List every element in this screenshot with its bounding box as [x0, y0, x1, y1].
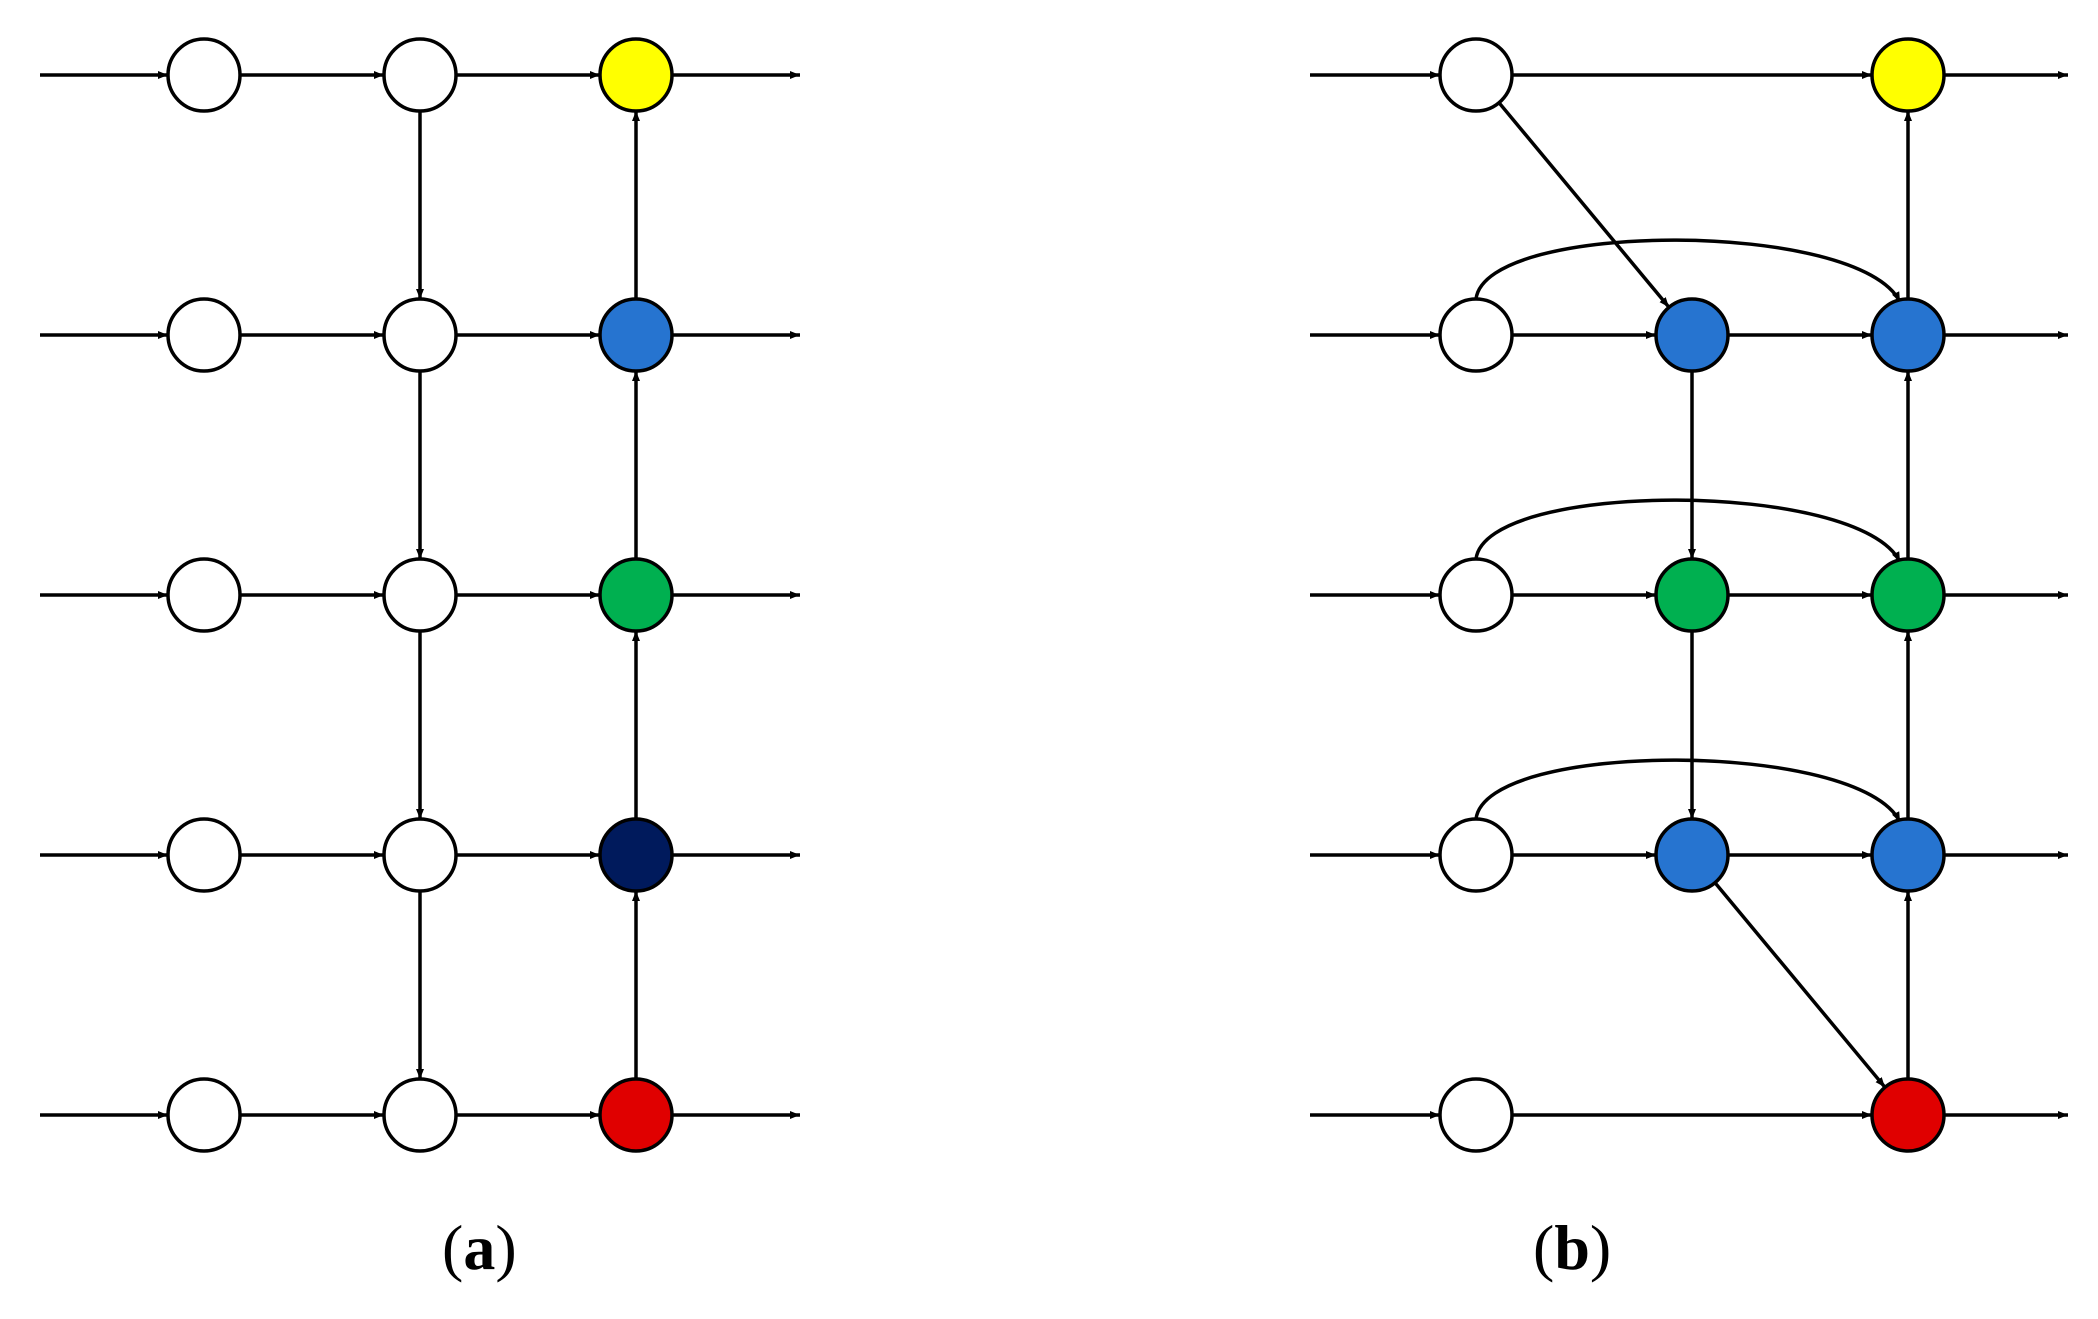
panel-a-node — [166, 37, 242, 113]
panel-b-node — [1438, 557, 1514, 633]
panel-a-node — [382, 297, 458, 373]
panel-b-node — [1654, 557, 1730, 633]
panel-a-edges — [40, 71, 800, 1119]
panel-b-edges — [1310, 71, 2068, 1119]
panel-a-label: a — [463, 1212, 496, 1283]
panel-a-caption: (a) — [442, 1212, 517, 1283]
panel-b-skip-arrow — [1474, 498, 1902, 563]
panel-b-node — [1654, 297, 1730, 373]
panel-b-node — [1438, 1077, 1514, 1153]
panel-b-node — [1870, 1077, 1946, 1153]
panel-a-node — [166, 1077, 242, 1153]
panel-b-skip-arrow — [1474, 758, 1902, 823]
panel-a-node — [382, 37, 458, 113]
panel-a-node — [166, 557, 242, 633]
panel-b-node — [1654, 817, 1730, 893]
panel-b-node — [1438, 817, 1514, 893]
panel-b-diagonal-arrow — [1497, 101, 1671, 309]
panel-b-node — [1870, 817, 1946, 893]
panel-b-nodes — [1438, 37, 1946, 1153]
panel-b-node — [1870, 37, 1946, 113]
panel-b-node — [1438, 297, 1514, 373]
panel-b-node — [1870, 557, 1946, 633]
panel-a-node — [382, 817, 458, 893]
panel-b-node — [1870, 297, 1946, 373]
panel-a-node — [166, 297, 242, 373]
panel-b-diagonal-arrow — [1713, 881, 1887, 1089]
panel-a-node — [598, 37, 674, 113]
panel-a-node — [598, 817, 674, 893]
panel-b-skip-arrow — [1474, 238, 1902, 303]
panel-b-node — [1438, 37, 1514, 113]
panel-a-node — [598, 1077, 674, 1153]
panel-a-nodes — [166, 37, 674, 1153]
panel-b-label: b — [1554, 1212, 1590, 1283]
panel-b-caption: (b) — [1533, 1212, 1612, 1283]
panel-a-node — [166, 817, 242, 893]
panel-a-node — [382, 557, 458, 633]
panel-a-node — [598, 297, 674, 373]
panel-a-node — [382, 1077, 458, 1153]
panel-a-node — [598, 557, 674, 633]
